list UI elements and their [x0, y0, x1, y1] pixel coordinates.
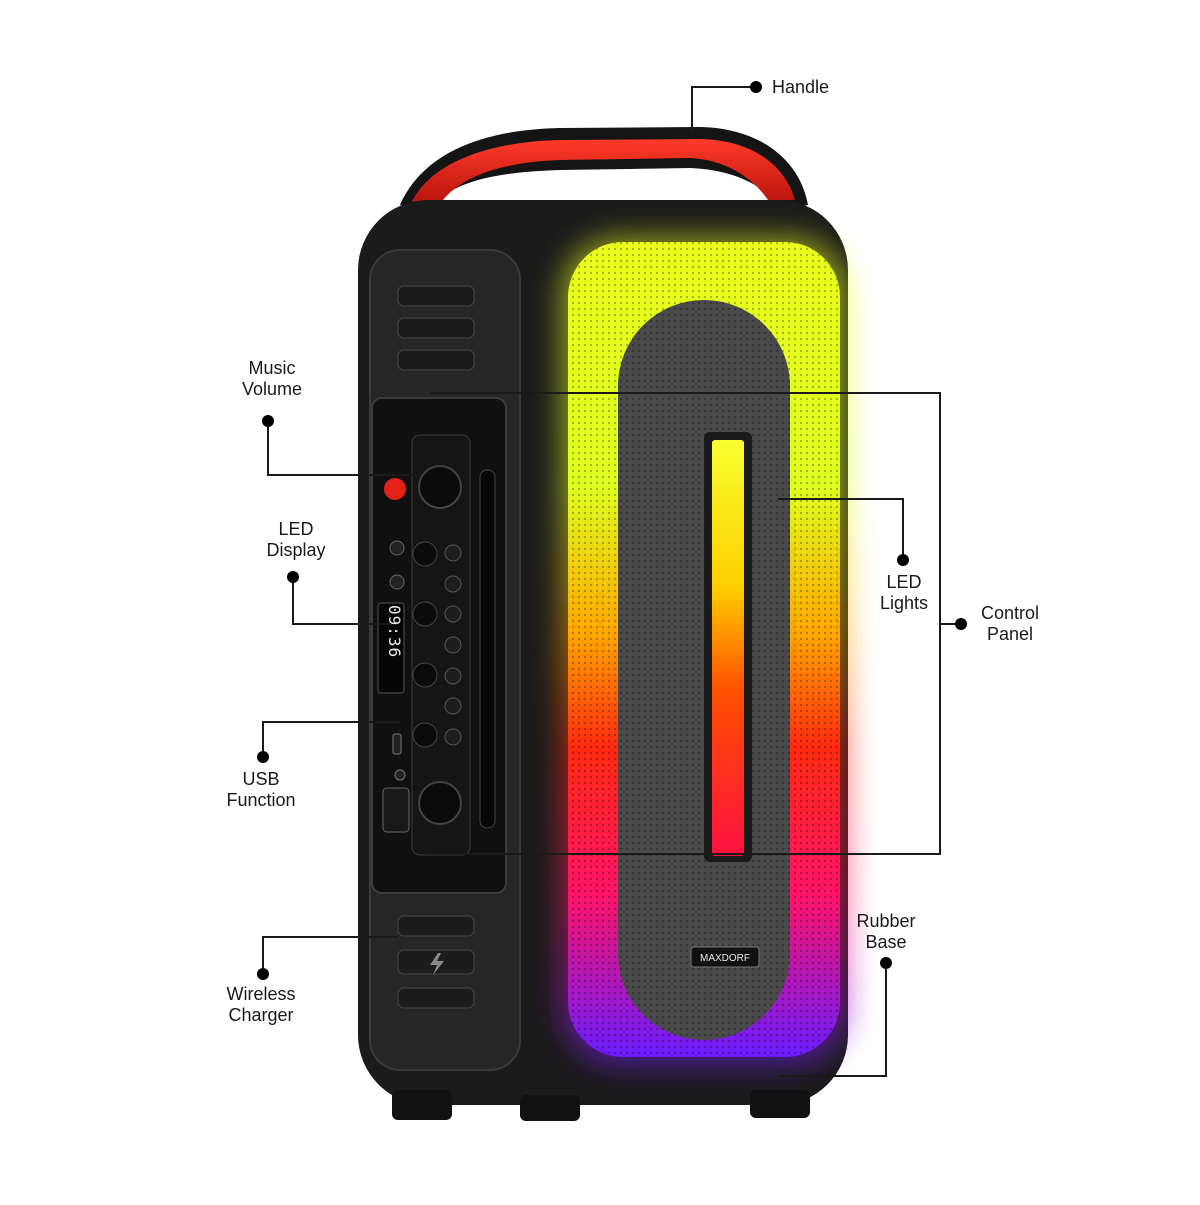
mic-vol-knob[interactable]	[412, 722, 438, 748]
top-vents	[397, 285, 475, 371]
volume-knob[interactable]	[418, 465, 462, 509]
callout-dots	[257, 81, 967, 980]
echo-knob[interactable]	[418, 781, 462, 825]
display-time: 09:36	[385, 605, 404, 659]
brand-logo: MAXDORF	[700, 953, 750, 964]
front-grille: MAXDORF	[560, 236, 850, 1066]
callout-lines	[262, 86, 958, 1077]
power-button[interactable]	[384, 478, 406, 500]
led-light-bar	[712, 440, 744, 856]
aux-port[interactable]	[394, 769, 406, 781]
control-panel	[371, 397, 507, 894]
guitar-knob[interactable]	[412, 662, 438, 688]
handle	[400, 127, 808, 210]
usb-port[interactable]	[392, 733, 402, 755]
wireless-charger	[397, 915, 475, 1009]
treble-knob[interactable]	[412, 601, 438, 627]
led-display	[377, 602, 405, 694]
label-handle: Handle	[772, 77, 830, 97]
dc-in-port[interactable]	[382, 787, 410, 833]
lightning-icon	[430, 953, 444, 975]
bass-knob[interactable]	[412, 541, 438, 567]
